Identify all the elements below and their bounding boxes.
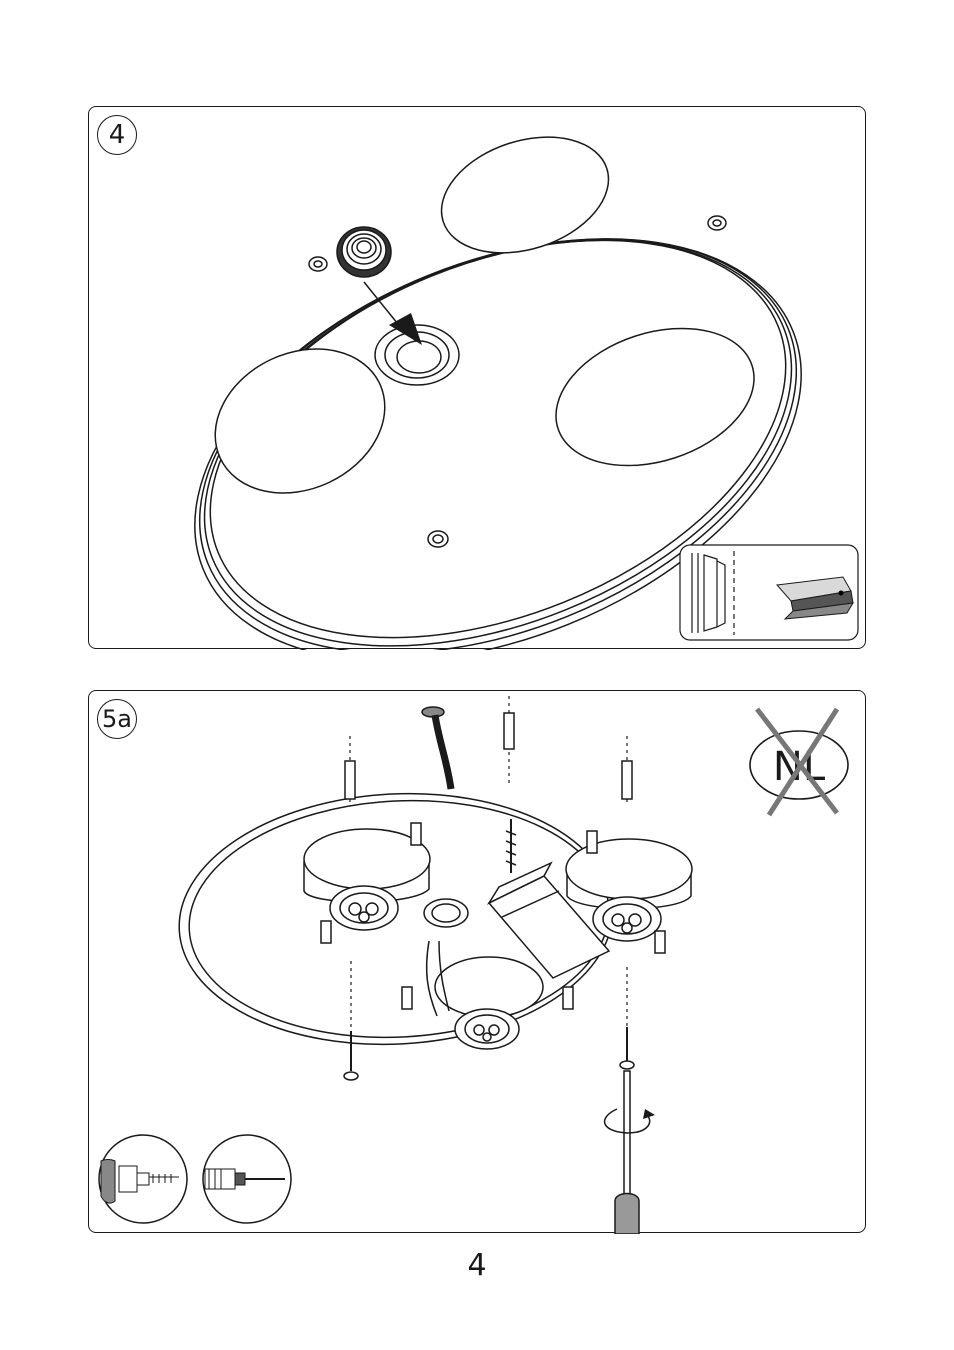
mounting-post xyxy=(411,823,421,845)
ceiling-plate-illustration xyxy=(89,107,867,650)
screw-icon xyxy=(506,819,516,873)
plate-grommet xyxy=(424,899,468,927)
screwdriver-icon xyxy=(615,1071,639,1234)
step-number-badge: 4 xyxy=(97,115,137,155)
mounting-post xyxy=(655,931,665,953)
cutout-top xyxy=(427,117,624,273)
arrow-head-icon xyxy=(389,313,422,345)
mounting-post xyxy=(321,921,331,943)
step-4-panel: 4 xyxy=(88,106,866,649)
wall-plug-icon xyxy=(504,696,514,786)
screw-icon xyxy=(344,961,358,1080)
screw-hole-icon xyxy=(309,257,327,271)
lamp-socket-bottom xyxy=(435,957,543,1049)
screw-hole-icon xyxy=(708,216,726,230)
mounting-post xyxy=(587,831,597,853)
power-cable xyxy=(435,715,451,789)
wall-plug-icon xyxy=(345,736,355,806)
screwdriver-tool-icon xyxy=(203,1135,291,1223)
screw-hole-icon xyxy=(428,531,448,547)
wall-plug-icon xyxy=(622,736,632,806)
step-5a-panel: NL 5a xyxy=(88,690,866,1233)
page-number: 4 xyxy=(0,1248,954,1283)
cutout-right xyxy=(538,305,772,490)
mounting-post xyxy=(563,987,573,1009)
step-number-badge: 5a xyxy=(97,699,137,739)
screw-icon xyxy=(620,967,634,1069)
drill-icon xyxy=(99,1135,187,1223)
prohibited-country-icon: NL xyxy=(750,709,848,815)
fixture-mounting-illustration: NL xyxy=(89,691,867,1234)
mounting-post xyxy=(402,987,412,1009)
grommet-icon xyxy=(337,227,391,277)
